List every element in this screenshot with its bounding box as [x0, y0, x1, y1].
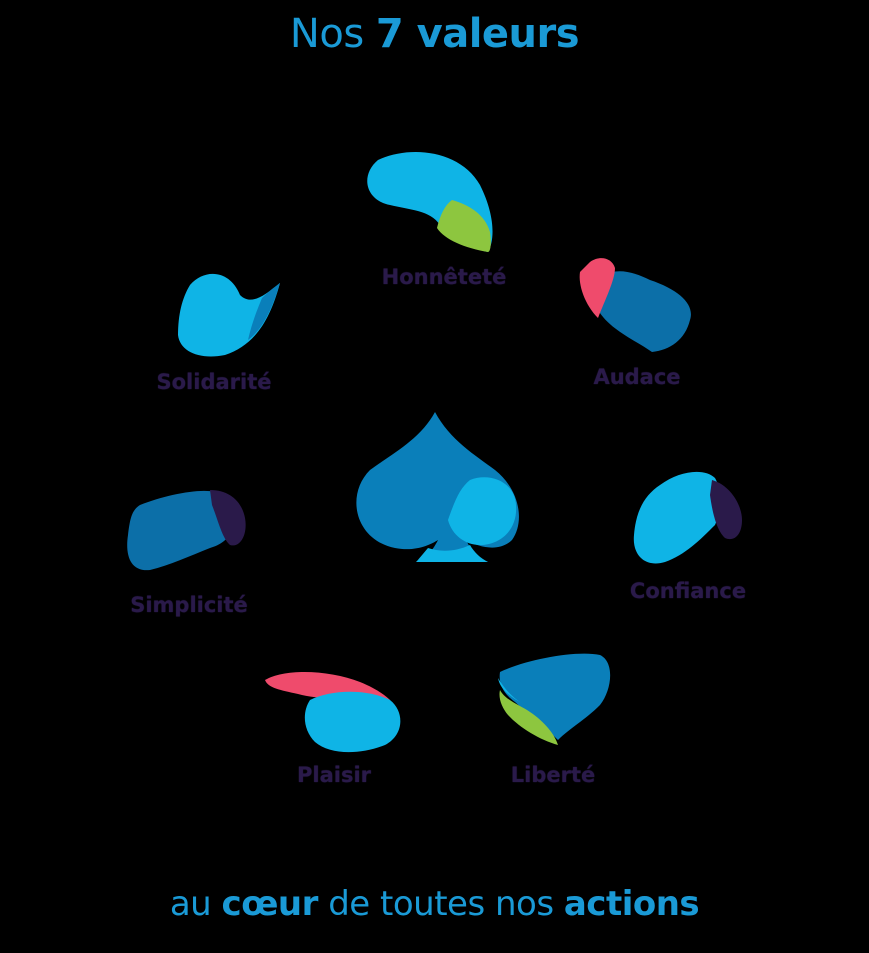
petal-icon-audace	[579, 258, 691, 352]
petal-icon-liberte	[498, 653, 611, 745]
value-label-honnetete: Honnêteté	[381, 265, 507, 289]
value-label-liberte: Liberté	[510, 763, 596, 787]
tagline-part3: de toutes nos	[328, 884, 554, 924]
petal-icon-plaisir	[265, 671, 401, 753]
value-label-solidarite: Solidarité	[156, 370, 272, 394]
petal-icon-solidarite	[178, 273, 280, 357]
value-label-confiance: Confiance	[629, 579, 747, 603]
petal-icon-simplicite	[127, 490, 246, 571]
tagline: au cœur de toutes nos actions	[0, 880, 869, 928]
title-emphasis: 7 valeurs	[375, 11, 580, 57]
spade-icon	[356, 412, 519, 562]
tagline-part1: au	[169, 884, 212, 924]
tagline-part2: cœur	[221, 884, 319, 924]
title-prefix: Nos	[289, 11, 364, 57]
value-label-simplicite: Simplicité	[130, 593, 248, 617]
value-label-plaisir: Plaisir	[296, 763, 371, 787]
petal-icon-honnetete	[367, 152, 493, 252]
value-label-audace: Audace	[593, 365, 681, 389]
tagline-part4: actions	[563, 884, 700, 924]
petal-icon-confiance	[633, 471, 742, 564]
page-title: Nos 7 valeurs	[0, 8, 869, 60]
